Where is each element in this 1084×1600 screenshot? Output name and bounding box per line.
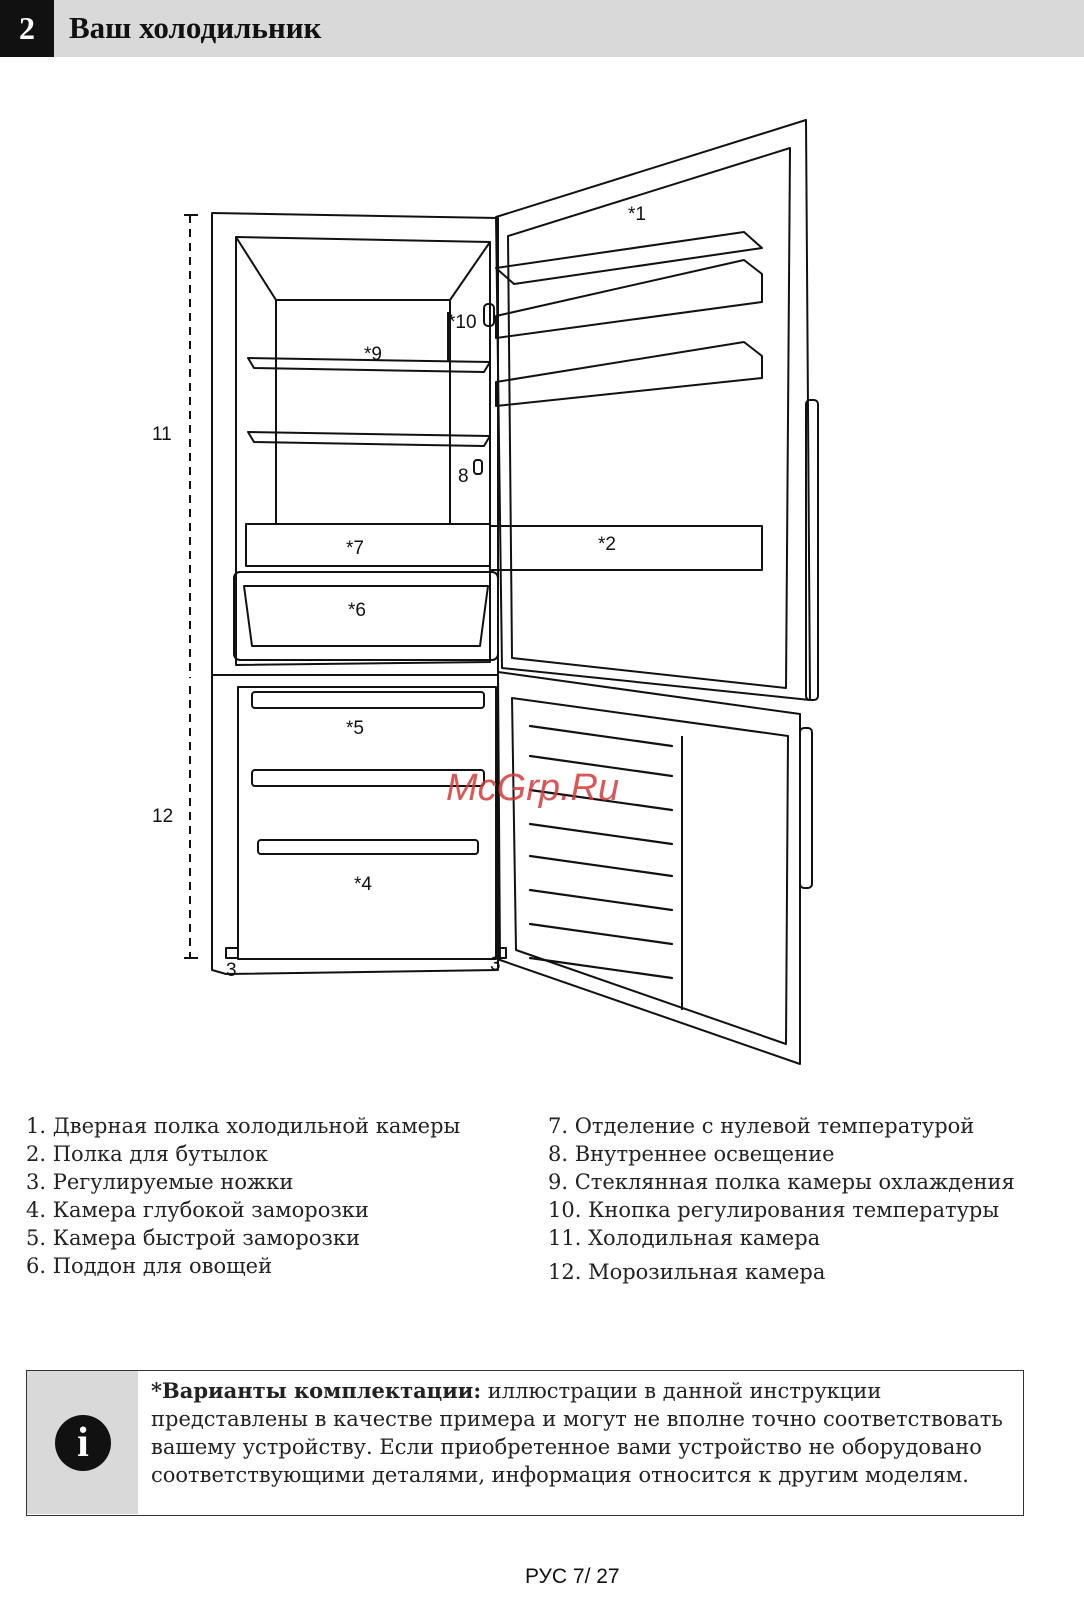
section-number: 2 xyxy=(0,0,54,57)
label-9: *9 xyxy=(364,344,382,365)
legend-item: 1. Дверная полка холодильной камеры xyxy=(26,1114,461,1138)
freezer-compartment xyxy=(237,686,497,960)
page-number: РУС 7/ 27 xyxy=(525,1565,620,1588)
legend-item: 3. Регулируемые ножки xyxy=(26,1170,294,1194)
legend-item: 10. Кнопка регулирования температуры xyxy=(548,1198,1000,1222)
fridge-compartment xyxy=(235,236,491,666)
fridge-ceiling xyxy=(235,236,491,301)
legend-item: 2. Полка для бутылок xyxy=(26,1142,268,1166)
label-12: 12 xyxy=(152,806,173,827)
label-8: 8 xyxy=(458,466,469,487)
legend-item: 5. Камера быстрой заморозки xyxy=(26,1226,360,1250)
bottle-shelf xyxy=(489,525,763,571)
label-6: *6 xyxy=(348,600,366,621)
section-title: Ваш холодильник xyxy=(69,10,322,45)
watermark: McGrp.Ru xyxy=(446,767,619,809)
crisper-inner xyxy=(243,585,489,647)
freezer-door-ribs xyxy=(528,724,674,980)
label-11: 11 xyxy=(152,424,172,445)
fridge-back-wall xyxy=(275,300,451,525)
thermostat-knob xyxy=(483,303,495,327)
label-7: *7 xyxy=(346,538,364,559)
fridge-door xyxy=(495,119,811,701)
refrigerator-diagram: *1 *2 3 3 *4 *5 *6 *7 8 *9 *10 11 12 McG… xyxy=(152,119,819,1065)
label-3-left: 3 xyxy=(226,960,237,981)
note-icon-panel: i xyxy=(27,1371,138,1514)
adjustable-foot-right xyxy=(495,947,507,959)
legend-item: 8. Внутреннее освещение xyxy=(548,1142,835,1166)
glass-shelf-top xyxy=(247,357,491,373)
vegetable-crisper xyxy=(233,571,499,661)
fridge-door-handle xyxy=(805,399,819,701)
legend-item: 9. Стеклянная полка камеры охлаждения xyxy=(548,1170,1015,1194)
note-bold: *Варианты комплектации: xyxy=(151,1378,482,1403)
legend-item: 7. Отделение с нулевой температурой xyxy=(548,1114,975,1138)
note-text: *Варианты комплектации: иллюстрации в да… xyxy=(151,1377,1015,1489)
freezer-door xyxy=(497,671,801,1065)
legend-item: 6. Поддон для овощей xyxy=(26,1254,273,1278)
legend-item: 12. Морозильная камера xyxy=(548,1260,826,1284)
note-body: иллюстрации в данной инструкции представ… xyxy=(151,1379,1003,1487)
legend-item: 11. Холодильная камера xyxy=(548,1226,821,1250)
adjustable-foot-left xyxy=(225,947,239,959)
fridge-door-inner xyxy=(507,147,791,689)
door-shelf-lower xyxy=(495,341,763,407)
freezer-door-inner xyxy=(511,697,789,1045)
label-2: *2 xyxy=(598,534,616,555)
info-note: i *Варианты комплектации: иллюстрации в … xyxy=(26,1370,1024,1516)
freezer-door-handle xyxy=(799,727,813,889)
label-10: *10 xyxy=(448,312,477,333)
door-shelf-upper xyxy=(495,259,763,339)
legend-right: 7. Отделение с нулевой температурой 8. В… xyxy=(548,1112,1015,1286)
info-icon: i xyxy=(55,1415,111,1471)
freezer-drawer-bottom xyxy=(257,839,479,855)
interior-light xyxy=(473,459,483,475)
label-3-right: 3 xyxy=(490,954,501,975)
label-1: *1 xyxy=(628,204,646,225)
legend-item: 4. Камера глубокой заморозки xyxy=(26,1198,369,1222)
door-shelf-top xyxy=(495,231,763,285)
freezer-drawer-top xyxy=(251,691,485,709)
label-4: *4 xyxy=(354,874,372,895)
glass-shelf-bottom xyxy=(247,431,491,447)
fridge-body xyxy=(211,212,499,975)
label-5: *5 xyxy=(346,718,364,739)
legend-left: 1. Дверная полка холодильной камеры 2. П… xyxy=(26,1112,460,1280)
zero-compartment xyxy=(245,523,491,567)
section-header: 2 Ваш холодильник xyxy=(0,0,1084,57)
freezer-drawer-middle xyxy=(251,769,485,787)
